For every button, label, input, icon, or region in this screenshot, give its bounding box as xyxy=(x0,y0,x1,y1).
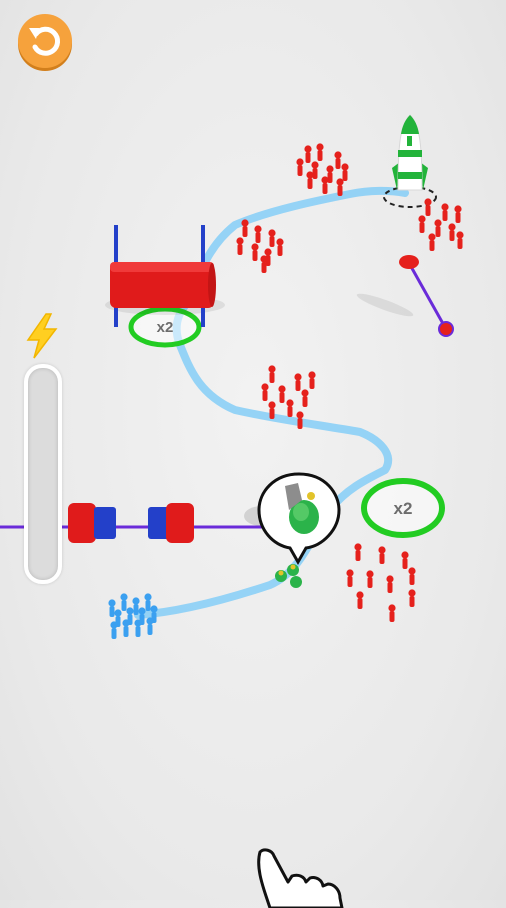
enemy-stickman xyxy=(260,255,268,273)
enemy-stickman xyxy=(334,151,342,169)
roller-crusher xyxy=(148,503,194,543)
player-stickman xyxy=(146,617,154,635)
enemy-stickman xyxy=(296,158,304,176)
enemy-stickman xyxy=(456,231,464,249)
enemy-group-near-wall xyxy=(236,219,284,273)
enemy-stickman xyxy=(251,243,259,261)
enemy-stickman xyxy=(388,604,396,622)
enemy-stickman xyxy=(308,371,316,389)
pointing-hand-icon xyxy=(257,848,344,908)
player-crowd[interactable] xyxy=(108,593,158,639)
grenade-icon xyxy=(285,483,319,534)
enemy-stickman xyxy=(326,165,334,183)
enemy-stickman xyxy=(301,389,309,407)
enemy-group-bottom-right xyxy=(346,543,416,622)
enemy-group-near-rocket-top xyxy=(296,143,349,196)
enemy-stickman xyxy=(346,569,354,587)
enemy-stickman xyxy=(304,145,312,163)
enemy-stickman xyxy=(356,591,364,609)
arena-floor xyxy=(0,30,506,870)
energy-bar xyxy=(24,364,62,584)
player-stickman xyxy=(134,619,142,637)
enemy-group-near-rocket-right xyxy=(418,198,464,251)
enemy-stickman xyxy=(408,567,416,585)
enemy-stickman xyxy=(386,575,394,593)
restart-button[interactable] xyxy=(18,14,72,68)
enemy-stickman xyxy=(434,219,442,237)
enemy-stickman xyxy=(268,365,276,383)
enemy-stickman xyxy=(261,383,269,401)
enemy-stickman xyxy=(276,238,284,256)
enemy-stickman xyxy=(454,205,462,223)
enemy-stickman xyxy=(294,373,302,391)
player-stickman xyxy=(120,593,128,611)
enemy-stickman xyxy=(428,233,436,251)
gate-label: x2 xyxy=(157,319,174,336)
enemy-stickman xyxy=(278,385,286,403)
roller-crusher xyxy=(68,503,116,543)
pendulum-hammer xyxy=(356,255,454,337)
player-stickman xyxy=(108,599,116,617)
enemy-stickman xyxy=(341,163,349,181)
rocket xyxy=(383,114,437,208)
enemy-stickman xyxy=(366,570,374,588)
enemy-crowds xyxy=(236,143,464,622)
enemy-stickman xyxy=(401,551,409,569)
enemy-stickman xyxy=(254,225,262,243)
enemy-stickman xyxy=(311,161,319,179)
enemy-group-center xyxy=(261,365,316,429)
enemy-stickman xyxy=(336,178,344,196)
lightning-icon xyxy=(26,313,58,359)
enemy-stickman xyxy=(441,203,449,221)
enemy-stickman xyxy=(236,237,244,255)
player-stickman xyxy=(138,607,146,625)
restart-icon xyxy=(29,26,61,56)
enemy-stickman xyxy=(296,411,304,429)
multiplier-gate: x2 xyxy=(361,478,445,538)
enemy-stickman xyxy=(418,215,426,233)
grenade-pickup[interactable] xyxy=(257,472,341,566)
player-stickman xyxy=(122,619,130,637)
enemy-stickman xyxy=(268,229,276,247)
enemy-stickman xyxy=(264,248,272,266)
enemy-stickman xyxy=(306,171,314,189)
player-stickman xyxy=(144,593,152,611)
multiplier-gate: x2 xyxy=(128,306,202,348)
enemy-stickman xyxy=(286,399,294,417)
enemy-stickman xyxy=(316,143,324,161)
enemy-stickman xyxy=(448,223,456,241)
enemy-stickman xyxy=(268,401,276,419)
grenades-on-ground xyxy=(275,564,302,588)
gate-label: x2 xyxy=(394,499,413,518)
enemy-stickman xyxy=(408,589,416,607)
enemy-stickman xyxy=(378,546,386,564)
player-stickman xyxy=(132,597,140,615)
player-stickman xyxy=(110,621,118,639)
enemy-stickman xyxy=(241,219,249,237)
enemy-stickman xyxy=(424,198,432,216)
enemy-stickman xyxy=(321,176,329,194)
enemy-stickman xyxy=(354,543,362,561)
energy-meter xyxy=(24,312,62,584)
red-wall xyxy=(105,225,225,327)
